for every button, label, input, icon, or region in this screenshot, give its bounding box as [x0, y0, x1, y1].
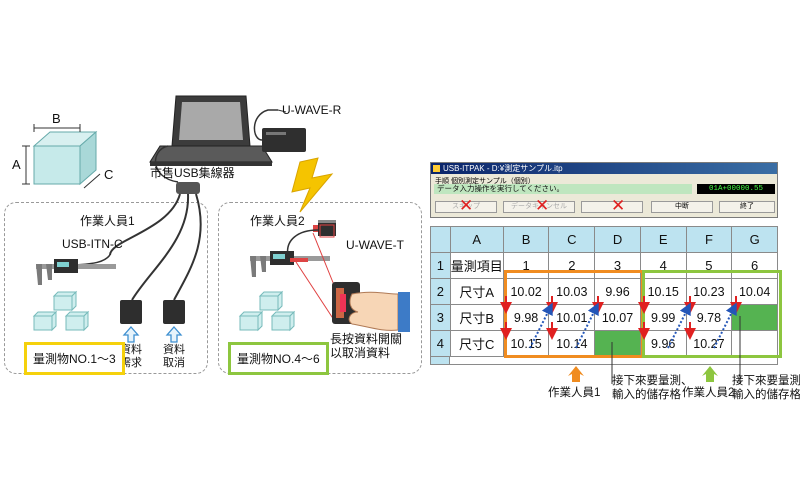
row-gutter — [430, 356, 450, 365]
next-input-cell[interactable] — [594, 330, 641, 357]
wireless-signal-icon — [291, 157, 334, 213]
step-label: 手順 — [435, 178, 449, 185]
caliper-1-icon — [36, 254, 116, 285]
sheet-cell[interactable] — [731, 330, 778, 357]
column-header[interactable]: D — [594, 226, 641, 253]
next-cell-caption-1-line2: 輸入的儲存格 — [612, 389, 681, 401]
dimension-a-label: A — [12, 157, 21, 172]
cable-request — [131, 193, 190, 301]
cable-worker1 — [109, 193, 181, 256]
sheet-cell[interactable]: 10.27 — [685, 330, 733, 357]
workpieces-1-icon — [32, 290, 90, 332]
sheet-cell[interactable]: 1 — [502, 252, 550, 279]
spreadsheet: A B C D E F G 1 量測項目 1 2 3 4 5 6 2 尺寸A 1… — [430, 226, 782, 369]
usb-hub-label: 市售USB集線器 — [150, 166, 235, 180]
sheet-cell[interactable]: 6 — [731, 252, 778, 279]
caliper-2-icon — [250, 229, 330, 277]
empty-row — [450, 356, 778, 365]
press-label-line2: 以取消資料 — [330, 346, 391, 360]
cable-cancel — [173, 193, 202, 301]
row-header[interactable]: 2 — [430, 278, 451, 305]
worker2-arrow-icon — [702, 366, 718, 382]
sheet-cell[interactable]: 10.02 — [502, 278, 550, 305]
abort-button[interactable]: 中断 — [651, 201, 713, 213]
table-row: 2 尺寸A 10.02 10.03 9.96 10.15 10.23 10.04 — [430, 278, 778, 305]
receiver-label: U-WAVE-R — [282, 103, 342, 117]
worker2-highlight — [642, 270, 782, 358]
sheet-cell[interactable]: 尺寸C — [449, 330, 504, 357]
sequence-arrows — [500, 296, 742, 349]
step-row: 手順 個別測定サンプル（個別） — [435, 176, 535, 186]
sheet-cell[interactable]: 2 — [548, 252, 596, 279]
diagram-graphics — [22, 95, 410, 343]
dimension-b-label: B — [52, 111, 61, 126]
sheet-cell[interactable]: 10.04 — [731, 278, 778, 305]
exit-button[interactable]: 終了 — [719, 201, 775, 213]
instruction-bar: データ入力操作を実行してください。 — [434, 184, 692, 194]
next-cell-caption-2-line2: 輸入的儲存格 — [732, 389, 800, 401]
disabled-x-icon: ✕ — [459, 196, 474, 215]
workpiece-range-2-badge: 量測物NO.4～6 — [228, 342, 329, 375]
cancel-arrow-icon — [165, 326, 183, 343]
sheet-cell[interactable]: 尺寸A — [449, 278, 504, 305]
worker1-label: 作業人員1 — [80, 214, 135, 228]
dimension-c-label: C — [104, 167, 114, 182]
cancel-switch-icon — [163, 300, 185, 324]
reading-display: 01A+00000.55 — [697, 184, 775, 194]
usb-itpak-window: USB-ITPAK - D:¥測定サンプル.itp 手順 個別測定サンプル（個別… — [430, 162, 778, 218]
column-header[interactable]: B — [502, 226, 550, 253]
request-arrow-icon — [122, 326, 140, 343]
cancel-label: 資料取消 — [163, 344, 185, 369]
workpiece-box-icon — [22, 124, 101, 189]
usb-hub-icon — [154, 145, 200, 194]
step-text: 個別測定サンプル（個別） — [450, 178, 535, 185]
column-header[interactable]: E — [639, 226, 687, 253]
request-label: 資料需求 — [120, 344, 142, 369]
sheet-cell[interactable]: 3 — [594, 252, 641, 279]
workpiece-range-1-badge: 量測物NO.1～3 — [24, 342, 125, 375]
next-cell-caption-1-line1: 接下來要量測、 — [612, 375, 693, 387]
workpieces-2-icon — [238, 290, 296, 332]
row-header[interactable]: 1 — [430, 252, 451, 279]
worker2-label: 作業人員2 — [250, 214, 305, 228]
column-header[interactable]: C — [548, 226, 596, 253]
corner-cell[interactable] — [430, 226, 451, 253]
skip-button[interactable]: スキップ — [435, 201, 497, 213]
usb-cable-label: USB-ITN-C — [62, 237, 123, 251]
worker1-arrow-icon — [568, 366, 584, 382]
disabled-x-icon: ✕ — [535, 196, 550, 215]
sheet-cell[interactable]: 尺寸B — [449, 304, 504, 331]
data-cancel-button[interactable]: データキャンセル — [503, 201, 575, 213]
laptop-icon — [149, 95, 273, 166]
blank-button[interactable] — [581, 201, 643, 213]
window-title: USB-ITPAK - D:¥測定サンプル.itp — [431, 163, 777, 174]
sheet-cell[interactable]: 9.96 — [594, 278, 641, 305]
transmitter-label: U-WAVE-T — [346, 238, 404, 252]
receiver-icon — [253, 109, 306, 152]
column-header[interactable]: A — [449, 226, 504, 253]
worker1-caption: 作業人員1 — [548, 387, 601, 399]
worker2-caption: 作業人員2 — [682, 387, 735, 399]
disabled-x-icon: ✕ — [611, 196, 626, 215]
sheet-cell[interactable]: 量測項目 — [449, 252, 504, 279]
column-header[interactable]: G — [731, 226, 778, 253]
column-header[interactable]: F — [685, 226, 733, 253]
hand-press-icon — [332, 282, 410, 332]
press-label-line1: 長按資料開關 — [330, 332, 403, 346]
system-diagram: B A C U-WAVE-R 市售USB集線器 作業人員1 作業人員2 USB-… — [4, 95, 422, 375]
next-cell-caption-2-line1: 接下來要量測、 — [732, 375, 800, 387]
sheet-cell[interactable]: 10.23 — [685, 278, 733, 305]
column-header-row: A B C D E F G — [430, 226, 778, 253]
app-icon — [433, 165, 440, 172]
row-header[interactable]: 3 — [430, 304, 451, 331]
table-row: 4 尺寸C 10.15 10.14 9.96 10.27 — [430, 330, 778, 357]
request-switch-icon — [120, 300, 142, 324]
table-row: 1 量測項目 1 2 3 4 5 6 — [430, 252, 778, 279]
